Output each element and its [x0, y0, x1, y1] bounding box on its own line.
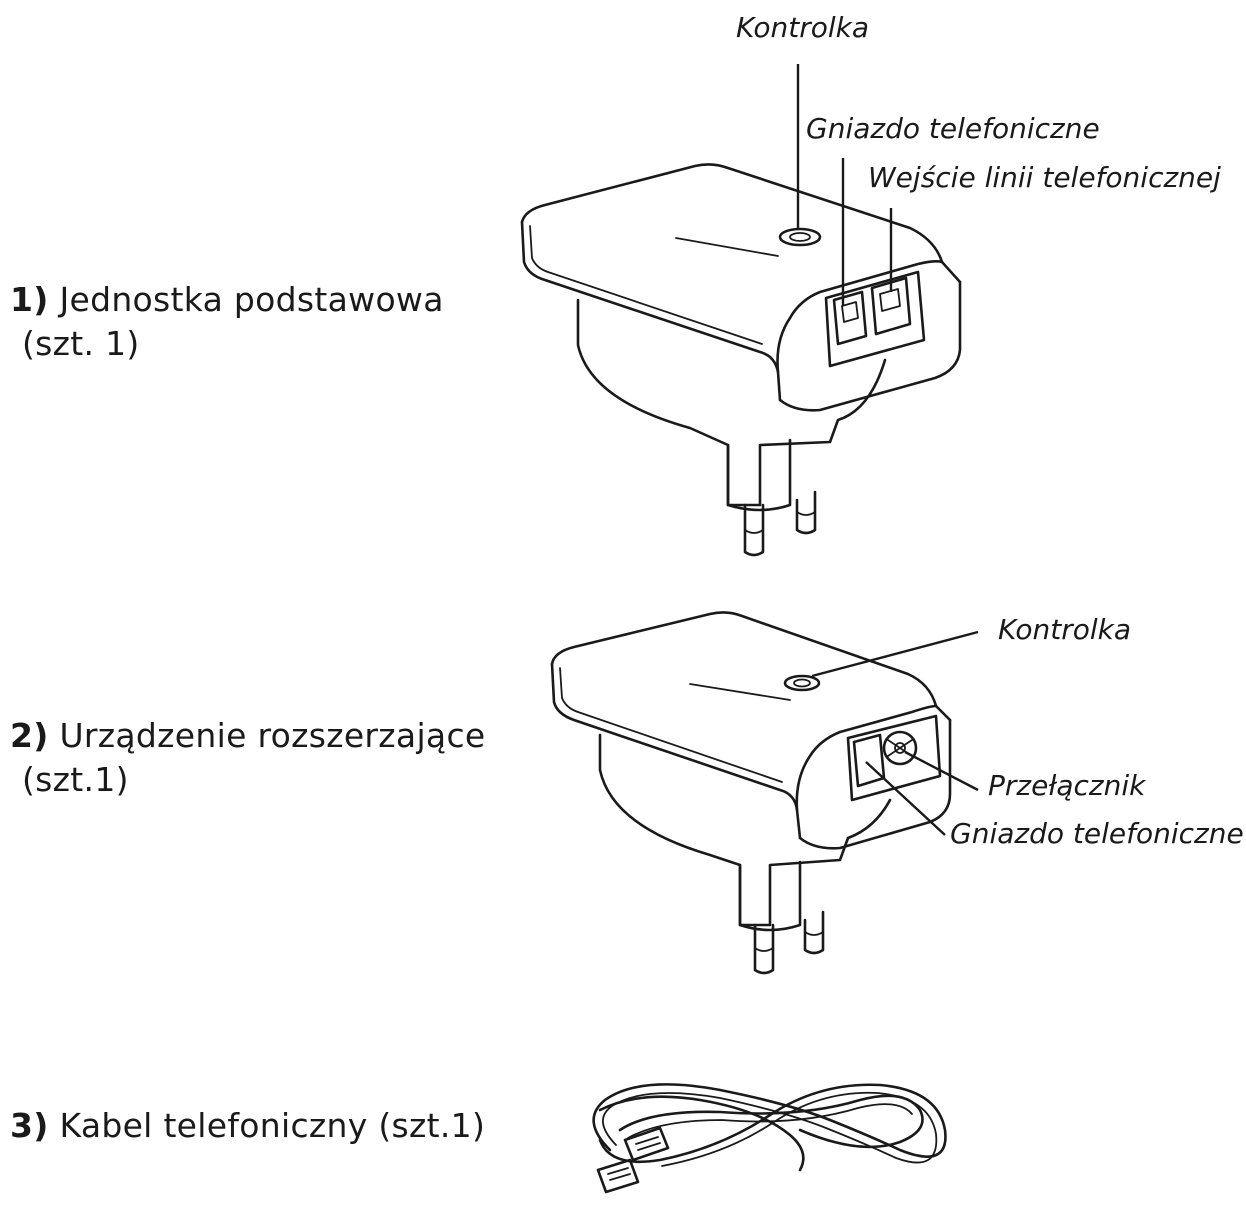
base-unit-pin-right [795, 490, 817, 535]
base-unit-top [520, 163, 962, 284]
leader-extender-switch [904, 750, 979, 792]
base-unit-end-face [778, 280, 962, 412]
leader-extender-indicator [811, 630, 979, 678]
extender-front [550, 662, 802, 840]
callout-base-phone-socket: Gniazdo telefoniczne [806, 112, 1100, 145]
extender-pin-right [803, 910, 825, 955]
base-unit-led [778, 227, 822, 247]
callout-base-line-input: Wejście linii telefonicznej [868, 161, 1221, 194]
extender-plug-block [738, 860, 802, 932]
cable-plug-2 [596, 1158, 640, 1194]
item-2-quantity: (szt.1) [22, 760, 129, 799]
base-unit-port-recess [824, 270, 926, 368]
extender-end-face [798, 718, 952, 850]
extender-switch-shape [882, 730, 918, 766]
callout-base-indicator: Kontrolka [736, 11, 870, 44]
callout-extender-indicator: Kontrolka [998, 613, 1132, 646]
item-3-number: 3) [10, 1106, 49, 1145]
item-1-label: 1) Jednostka podstawowa (szt. 1) [10, 278, 444, 366]
base-unit-plug-body [576, 298, 887, 507]
item-3-name: Kabel telefoniczny (szt.1) [59, 1106, 486, 1145]
item-1-quantity: (szt. 1) [22, 324, 140, 363]
base-unit-pin-left [743, 503, 765, 557]
callout-extender-phone-socket: Gniazdo telefoniczne [950, 817, 1244, 850]
phone-cable-drawing [592, 1083, 947, 1194]
extender-drawing [550, 611, 952, 975]
base-unit-line-input-shape [870, 276, 912, 336]
base-unit-phone-socket-shape [832, 290, 868, 346]
extender-plug-body [598, 733, 892, 927]
item-1-name: Jednostka podstawowa [59, 280, 444, 319]
item-2-name: Urządzenie rozszerzające [59, 716, 486, 755]
extender-port-recess [846, 714, 942, 802]
extender-phone-socket-shape [852, 733, 886, 788]
base-unit-front [520, 220, 782, 402]
extender-led [783, 674, 821, 692]
leader-extender-phone-socket [865, 761, 946, 836]
item-1-number: 1) [10, 280, 49, 319]
item-2-number: 2) [10, 716, 49, 755]
cable-plug-1 [623, 1126, 670, 1162]
callout-extender-switch: Przełącznik [988, 769, 1146, 802]
base-unit-plug-block [726, 438, 792, 512]
item-2-label: 2) Urządzenie rozszerzające (szt.1) [10, 714, 486, 802]
item-3-label: 3) Kabel telefoniczny (szt.1) [10, 1104, 485, 1148]
extender-top [550, 611, 952, 722]
extender-pin-left [753, 923, 775, 975]
base-unit-drawing [520, 163, 962, 557]
